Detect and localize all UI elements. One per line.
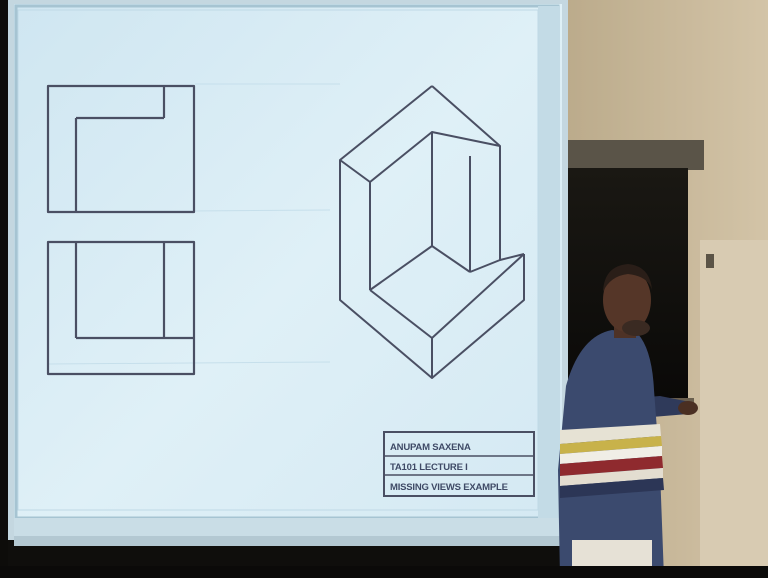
bottom-edge [0,566,768,578]
course-line: TA101 LECTURE I [390,462,468,473]
lecturer-hand [678,401,698,415]
board-ledge [568,140,704,170]
projection-screen [8,0,568,578]
front-view-drawing [46,84,196,214]
lecturer-head [603,268,651,332]
drawing-subject: MISSING VIEWS EXAMPLE [390,482,508,493]
wall-switch [706,254,714,268]
top-view-drawing [46,240,196,376]
author-name: ANUPAM SAXENA [390,442,471,453]
classroom-wall [566,0,768,578]
title-block: ANUPAM SAXENA TA101 LECTURE I MISSING VI… [383,431,535,497]
isometric-view-drawing [339,85,525,379]
lecturer-hair [603,264,652,292]
